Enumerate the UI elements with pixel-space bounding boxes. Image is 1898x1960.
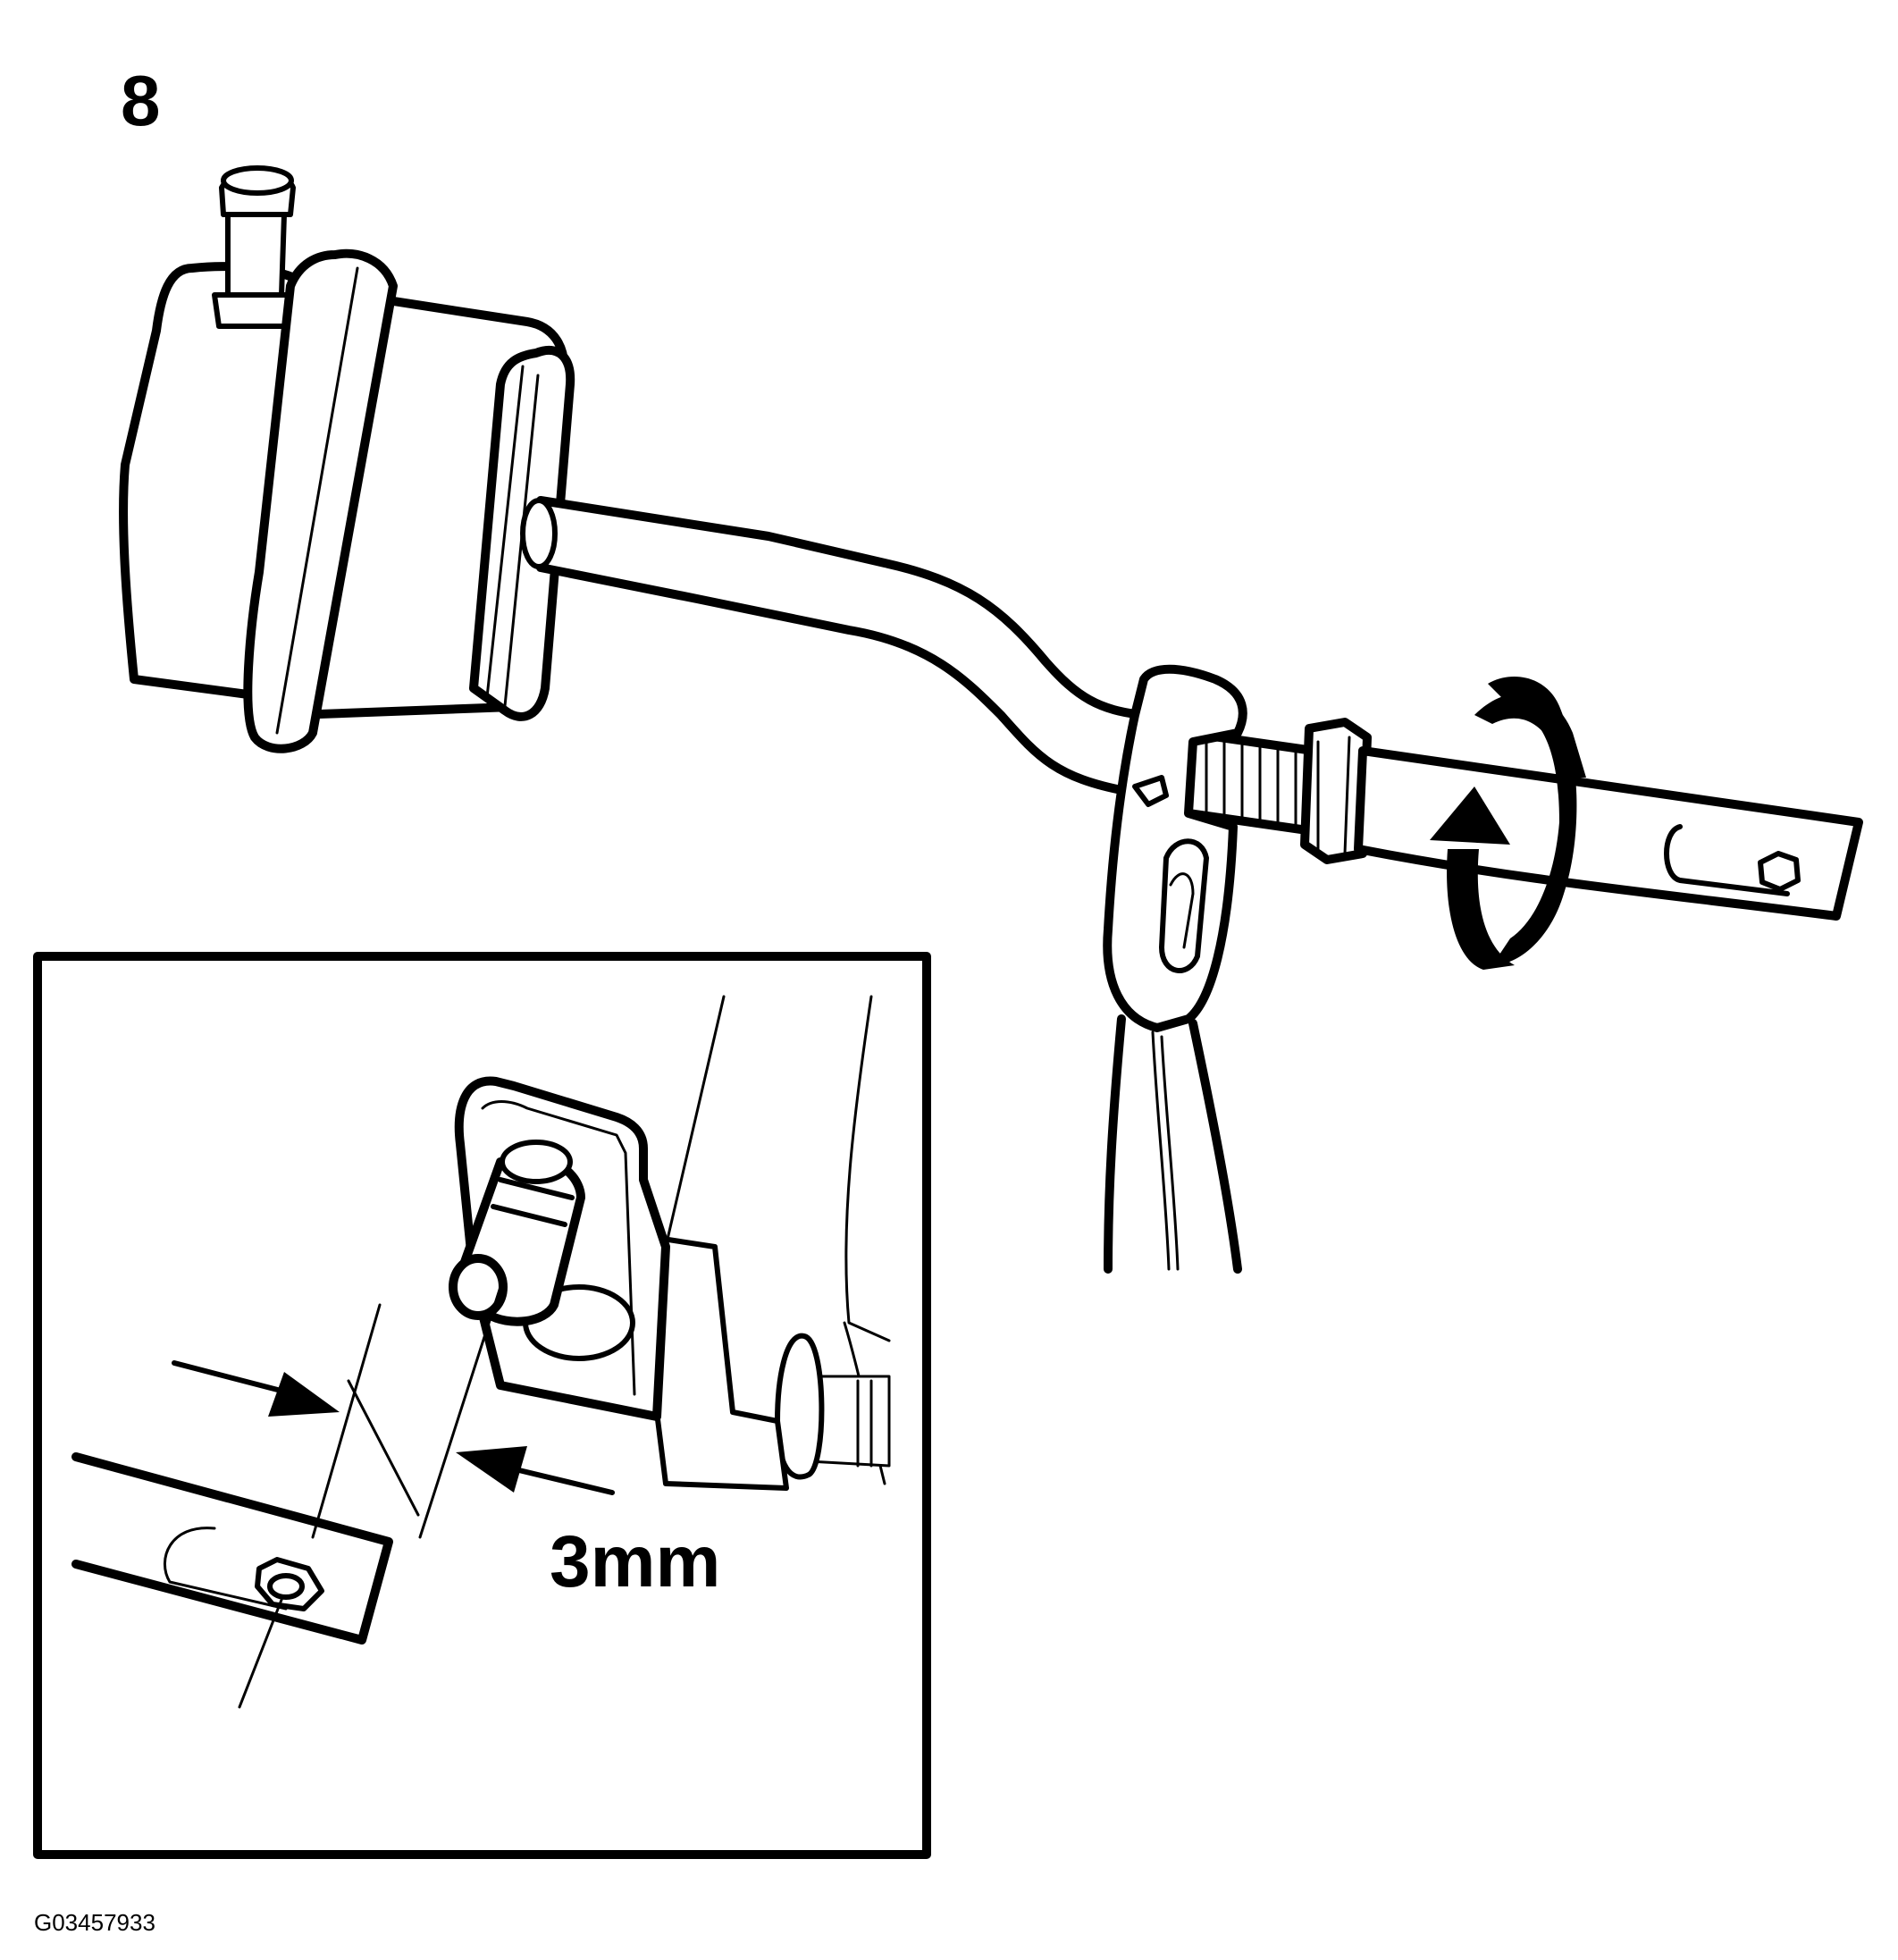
dimension-arrow-right-icon (456, 1446, 615, 1495)
open-end-wrench (1103, 664, 1247, 1032)
inset-rod-end (71, 1452, 393, 1645)
wrench-handles (1104, 1014, 1242, 1274)
figure-code: G03457933 (34, 1909, 155, 1936)
dimension-label: 3mm (550, 1521, 720, 1602)
actuator-canister (119, 165, 575, 753)
vacuum-nipple (212, 165, 298, 329)
detail-inset: 3mm (33, 952, 931, 1859)
dimension-arrow-left-icon (172, 1360, 340, 1417)
adjusting-pin (449, 1140, 585, 1326)
rotation-arrow-icon (1430, 677, 1586, 970)
rod-end (1354, 746, 1863, 921)
step-number: 8 (121, 61, 161, 140)
actuator-rod (520, 496, 1148, 800)
